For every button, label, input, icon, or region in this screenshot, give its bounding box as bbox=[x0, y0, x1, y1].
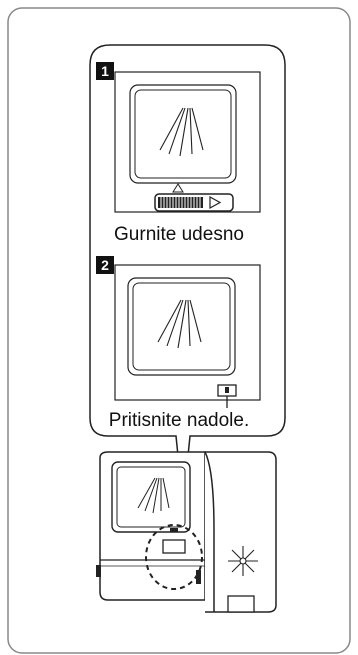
right-arrow-icon bbox=[209, 195, 222, 210]
highlight-circle bbox=[145, 524, 203, 590]
sparkle-icon bbox=[228, 546, 258, 576]
door-dispenser-window bbox=[111, 461, 191, 533]
step-2-caption: Pritisnite nadole. bbox=[108, 410, 250, 431]
push-button-icon bbox=[217, 384, 237, 408]
up-arrow-icon bbox=[172, 183, 184, 193]
slide-latch-icon bbox=[154, 193, 234, 212]
spray-icon bbox=[159, 107, 204, 157]
spray-icon bbox=[137, 477, 170, 514]
door-hinge bbox=[227, 595, 255, 613]
door-latch bbox=[162, 539, 186, 554]
step-1-badge: 1 bbox=[96, 62, 114, 80]
step1-dispenser-window bbox=[129, 84, 237, 184]
step-2-badge: 2 bbox=[96, 256, 114, 274]
step-1-caption: Gurnite udesno bbox=[114, 224, 244, 245]
spray-icon bbox=[157, 299, 202, 349]
